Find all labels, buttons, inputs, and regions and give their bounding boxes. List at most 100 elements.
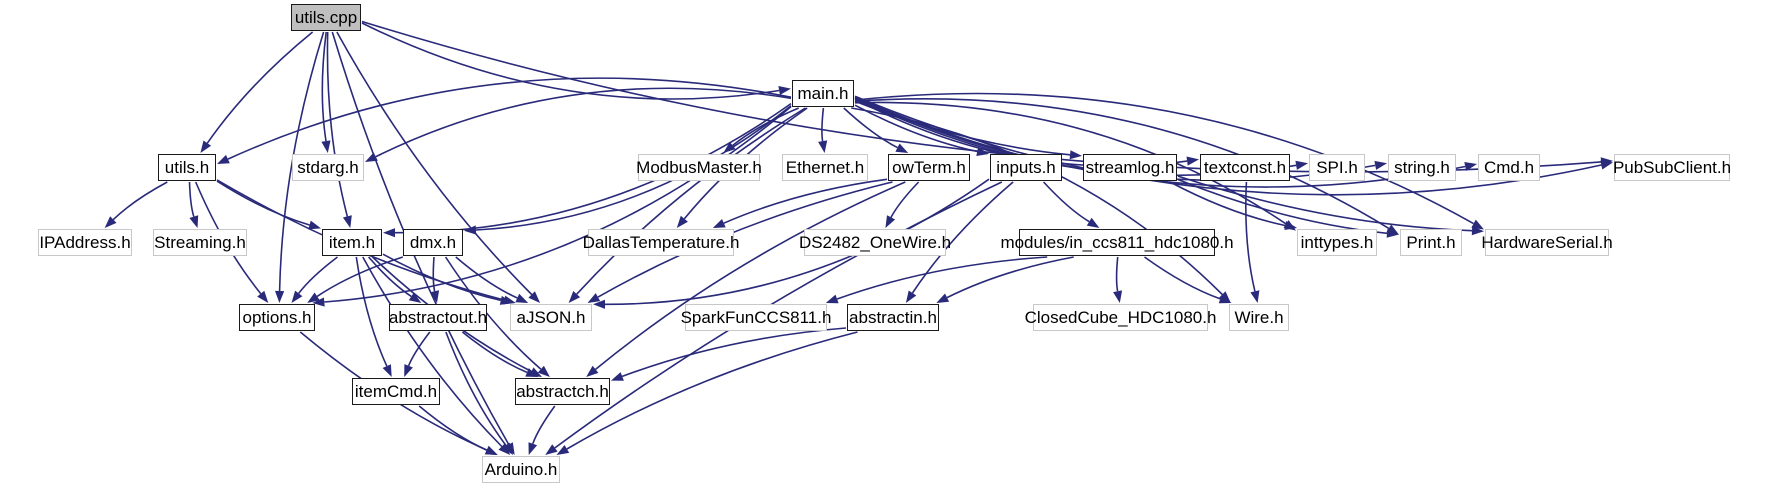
node-itemcmd-h[interactable]: itemCmd.h xyxy=(352,378,440,405)
node-cmd-h[interactable]: Cmd.h xyxy=(1478,154,1540,181)
node-abstractch-h[interactable]: abstractch.h xyxy=(515,378,610,405)
edge-modules-ccs811-h-to-closedcube-hdc1080-h xyxy=(1115,256,1119,292)
edge-arrowhead xyxy=(528,291,541,303)
node-inputs-h[interactable]: inputs.h xyxy=(990,154,1062,181)
node-label: HardwareSerial.h xyxy=(1481,233,1613,252)
edge-arrowhead xyxy=(200,140,212,153)
node-label: options.h xyxy=(242,308,312,327)
node-textconst-h[interactable]: textconst.h xyxy=(1200,154,1290,181)
edge-arrowhead xyxy=(818,140,828,153)
edge-abstractout-h-to-arduino-h xyxy=(445,331,507,446)
node-label: abstractout.h xyxy=(388,308,488,327)
edge-arrowhead xyxy=(189,215,199,228)
edge-arrowhead xyxy=(1471,219,1484,230)
edge-modules-ccs811-h-to-abstractin-h xyxy=(946,256,1074,299)
edge-arrowhead xyxy=(895,143,909,153)
node-streamlog-h[interactable]: streamlog.h xyxy=(1083,154,1177,181)
node-ajson-h[interactable]: aJSON.h xyxy=(510,304,592,331)
edge-arrowhead xyxy=(308,220,321,230)
node-arduino-h[interactable]: Arduino.h xyxy=(482,456,560,483)
edge-inputs-h-to-abstractin-h xyxy=(911,181,1014,294)
node-main-h[interactable]: main.h xyxy=(792,80,854,107)
node-modules-ccs811-h[interactable]: modules/in_ccs811_hdc1080.h xyxy=(1000,229,1234,256)
edge-arrowhead xyxy=(525,368,539,377)
edge-streamlog-h-to-inttypes-h xyxy=(1169,181,1286,227)
edge-arrowhead xyxy=(1464,162,1477,171)
edge-dmx-h-to-ajson-h xyxy=(455,256,518,299)
node-label: itemCmd.h xyxy=(354,382,438,401)
edge-arrowhead xyxy=(1284,221,1297,230)
edge-arrowhead xyxy=(1069,150,1082,160)
edge-abstractin-h-to-arduino-h xyxy=(566,331,858,450)
edge-utils-h-to-ipaddress-h xyxy=(112,181,168,221)
edge-main-h-to-inputs-h xyxy=(854,104,978,153)
edge-arrowhead xyxy=(382,364,392,377)
node-label: string.h xyxy=(1394,158,1450,177)
node-utils-cpp[interactable]: utils.cpp xyxy=(291,4,361,31)
edge-utils-cpp-to-utils-h xyxy=(206,31,314,144)
node-modbusmaster-h[interactable]: ModbusMaster.h xyxy=(636,154,762,181)
node-inttypes-h[interactable]: inttypes.h xyxy=(1297,229,1377,256)
edge-item-h-to-options-h xyxy=(298,256,338,294)
edge-item-h-to-ajson-h xyxy=(382,253,501,302)
node-stdarg-h[interactable]: stdarg.h xyxy=(292,154,364,181)
edge-abstractout-h-to-itemcmd-h xyxy=(407,331,431,367)
node-owterm-h[interactable]: owTerm.h xyxy=(888,154,970,181)
node-label: PubSubClient.h xyxy=(1612,158,1732,177)
edge-arrowhead xyxy=(568,291,581,303)
edge-streamlog-h-to-hardwareserial-h xyxy=(1177,175,1473,232)
node-label: textconst.h xyxy=(1203,158,1287,177)
node-label: utils.h xyxy=(164,158,210,177)
edge-dmx-h-to-abstractout-h xyxy=(432,256,436,292)
edge-utils-h-to-streaming-h xyxy=(188,181,195,217)
edge-main-h-to-dmx-h xyxy=(475,105,792,231)
node-label: stdarg.h xyxy=(297,158,359,177)
node-label: aJSON.h xyxy=(516,308,586,327)
node-print-h[interactable]: Print.h xyxy=(1400,229,1462,256)
node-ds2482-onewire-h[interactable]: DS2482_OneWire.h xyxy=(799,229,951,256)
node-item-h[interactable]: item.h xyxy=(322,229,382,256)
edge-textconst-h-to-wire-h xyxy=(1245,181,1256,292)
node-utils-h[interactable]: utils.h xyxy=(158,154,216,181)
node-spi-h[interactable]: SPI.h xyxy=(1309,154,1365,181)
node-abstractout-h[interactable]: abstractout.h xyxy=(389,304,487,331)
edge-utils-cpp-to-item-h xyxy=(326,31,349,217)
node-wire-h[interactable]: Wire.h xyxy=(1229,304,1289,331)
edge-arrowhead xyxy=(556,445,570,455)
edge-arrowhead xyxy=(537,365,550,377)
node-closedcube-hdc1080-h[interactable]: ClosedCube_HDC1080.h xyxy=(1025,304,1216,331)
node-pubsubclient-h[interactable]: PubSubClient.h xyxy=(1612,154,1732,181)
node-label: Print.h xyxy=(1406,233,1456,252)
edge-arrowhead xyxy=(905,290,917,303)
edge-utils-h-to-item-h xyxy=(216,180,310,226)
node-abstractin-h[interactable]: abstractin.h xyxy=(847,304,939,331)
node-dallastemperature-h[interactable]: DallasTemperature.h xyxy=(583,229,739,256)
node-label: IPAddress.h xyxy=(39,233,131,252)
edge-abstractch-h-to-arduino-h xyxy=(532,405,556,444)
node-streaming-h[interactable]: Streaming.h xyxy=(153,229,247,256)
node-ipaddress-h[interactable]: IPAddress.h xyxy=(38,229,132,256)
edge-arrowhead xyxy=(1113,290,1123,303)
node-sparkfunccs811-h[interactable]: SparkFunCCS811.h xyxy=(681,304,831,331)
node-label: dmx.h xyxy=(409,233,457,252)
edge-arrowhead xyxy=(587,293,601,303)
edge-arrowhead xyxy=(712,219,726,228)
edge-arrowhead xyxy=(586,365,599,377)
edge-itemcmd-h-to-arduino-h xyxy=(418,405,488,451)
edge-arrowhead xyxy=(502,442,514,455)
edge-arrowhead xyxy=(1471,226,1484,236)
edge-arrowhead xyxy=(404,364,413,377)
node-label: Ethernet.h xyxy=(785,158,865,177)
node-ethernet-h[interactable]: Ethernet.h xyxy=(782,154,868,181)
edge-main-h-to-ethernet-h xyxy=(821,107,825,142)
node-string-h[interactable]: string.h xyxy=(1388,154,1456,181)
node-hardwareserial-h[interactable]: HardwareSerial.h xyxy=(1481,229,1613,256)
node-label: streamlog.h xyxy=(1085,158,1175,177)
edge-arrowhead xyxy=(464,225,477,235)
edge-owterm-h-to-ajson-h xyxy=(597,181,893,298)
node-options-h[interactable]: options.h xyxy=(239,304,315,331)
node-dmx-h[interactable]: dmx.h xyxy=(403,229,463,256)
edge-arrowhead xyxy=(976,147,989,156)
